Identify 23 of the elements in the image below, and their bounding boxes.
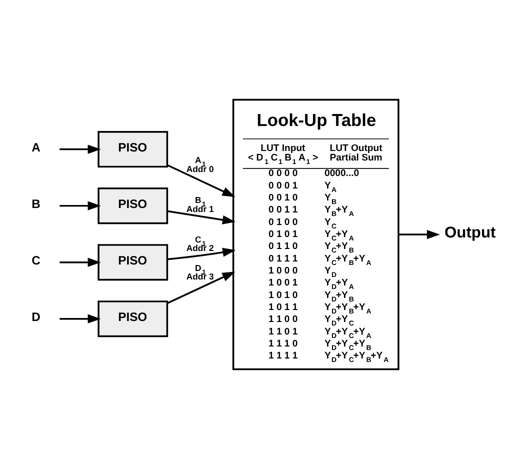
edge-label: B$_{1}$ Addr 1 <box>186 195 214 214</box>
node-text: Output <box>444 224 496 242</box>
arrow <box>166 164 235 198</box>
arrow <box>398 230 440 240</box>
node-box: Look-Up Table LUT Input < D$_{1}$ C$_{1}$ B$_{1}$ A$_{1}$ > LUT Output Partial Sum 0 0 0 0 0000...0 0 0 0 1 Y$_{A}$ 0 0 1 0 Y$_{B}$ 0 0 1 1 Y$_{B}$+Y$_{A}$ 0 1 0 0 Y$_{C}$ 0 1 0 1 Y$_{C}$+Y$_{A}$ 0 1 1 0 Y$_{C}$+Y$_{B}$ 0 1 1 1 Y$_{C}$+Y$_{B}$+Y$_{A}$ 1 0 0 0 Y$_{D}$ 1 0 0 1 Y$_{D}$+Y$_{A}$ 1 0 1 0 Y$_{D}$+Y$_{B}$ 1 0 1 1 Y$_{D}$+Y$_{B}$+Y$_{A}$ 1 1 0 0 Y$_{D}$+Y$_{C}$ 1 1 0 1 Y$_{D}$+Y$_{C}$+Y$_{A}$ 1 1 1 0 Y$_{D}$+Y$_{C}$+Y$_{B}$ 1 1 1 1 Y$_{D}$+Y$_{C}$+Y$_{B}$+Y$_{A}$ <box>232 98 399 370</box>
node-box: PISO <box>97 300 168 338</box>
arrow <box>59 201 100 210</box>
node-box: PISO <box>97 188 168 224</box>
node-text: B <box>31 197 40 212</box>
node-text: A <box>31 140 40 155</box>
arrow <box>166 248 236 260</box>
node-box: PISO <box>97 131 168 168</box>
node-text: C <box>31 254 40 268</box>
arrow <box>166 272 235 304</box>
arrow <box>59 258 100 267</box>
edge-label: A$_{1}$ Addr 0 <box>186 155 214 174</box>
edge-label: C$_{1}$ Addr 2 <box>186 234 214 254</box>
arrow <box>59 314 100 324</box>
arrow <box>59 144 100 154</box>
node-box: PISO <box>97 244 168 281</box>
node-text: D <box>31 310 40 324</box>
arrow <box>166 210 236 224</box>
edge-label: D$_{1}$ Addr 3 <box>186 263 214 282</box>
